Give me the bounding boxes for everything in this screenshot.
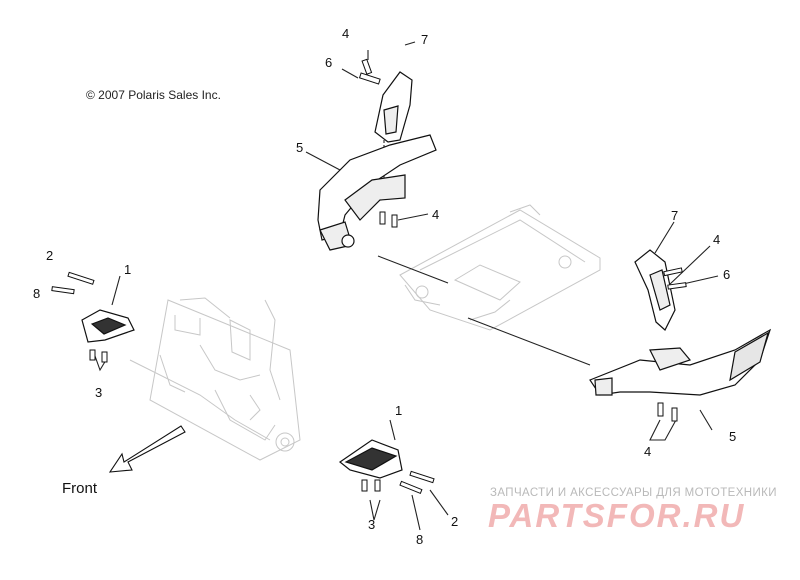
callout-8-bottom: 8: [416, 532, 424, 547]
callout-8-left: 8: [33, 286, 41, 301]
watermark-tagline: ЗАПЧАСТИ И АКСЕССУАРЫ ДЛЯ МОТОТЕХНИКИ: [490, 487, 777, 499]
callout-3-bottom: 3: [368, 517, 376, 532]
callout-1-left: 1: [124, 262, 132, 277]
left-cover-part-1: [81, 309, 135, 343]
callout-7-top: 7: [421, 32, 429, 47]
right-cover-part-7: [634, 249, 676, 331]
callout-5-right: 5: [729, 429, 737, 444]
callout-6-right: 6: [723, 267, 731, 282]
callout-4-right-lower: 4: [644, 444, 652, 459]
callout-5-top: 5: [296, 140, 304, 155]
front-label: Front: [62, 480, 98, 497]
swingarm-outline: [399, 204, 601, 331]
copyright-text: © 2007 Polaris Sales Inc.: [86, 88, 221, 102]
callout-7-right: 7: [671, 208, 679, 223]
callout-4-top-lower: 4: [432, 207, 440, 222]
top-bolts: [358, 58, 398, 228]
top-cover-part-7: [374, 71, 413, 143]
frame-outline: [129, 297, 301, 461]
callout-6-top: 6: [325, 55, 333, 70]
callout-4-top: 4: [342, 26, 350, 41]
right-swingarm-cover-part-5: [589, 328, 772, 396]
top-swingarm-cover-part-5: [317, 134, 437, 251]
callout-2-left: 2: [46, 248, 54, 263]
callout-2-bottom: 2: [451, 514, 459, 529]
watermark-logo: PARTSFOR.RU: [488, 497, 746, 534]
front-arrow: [108, 425, 186, 473]
left-bolts: [51, 271, 108, 363]
bottom-cover-part-1: [338, 439, 403, 479]
callout-1-bottom: 1: [395, 403, 403, 418]
bottom-bolts: [361, 470, 435, 495]
callout-4-right: 4: [713, 232, 721, 247]
callout-3-left: 3: [95, 385, 103, 400]
right-bolts: [657, 267, 687, 422]
